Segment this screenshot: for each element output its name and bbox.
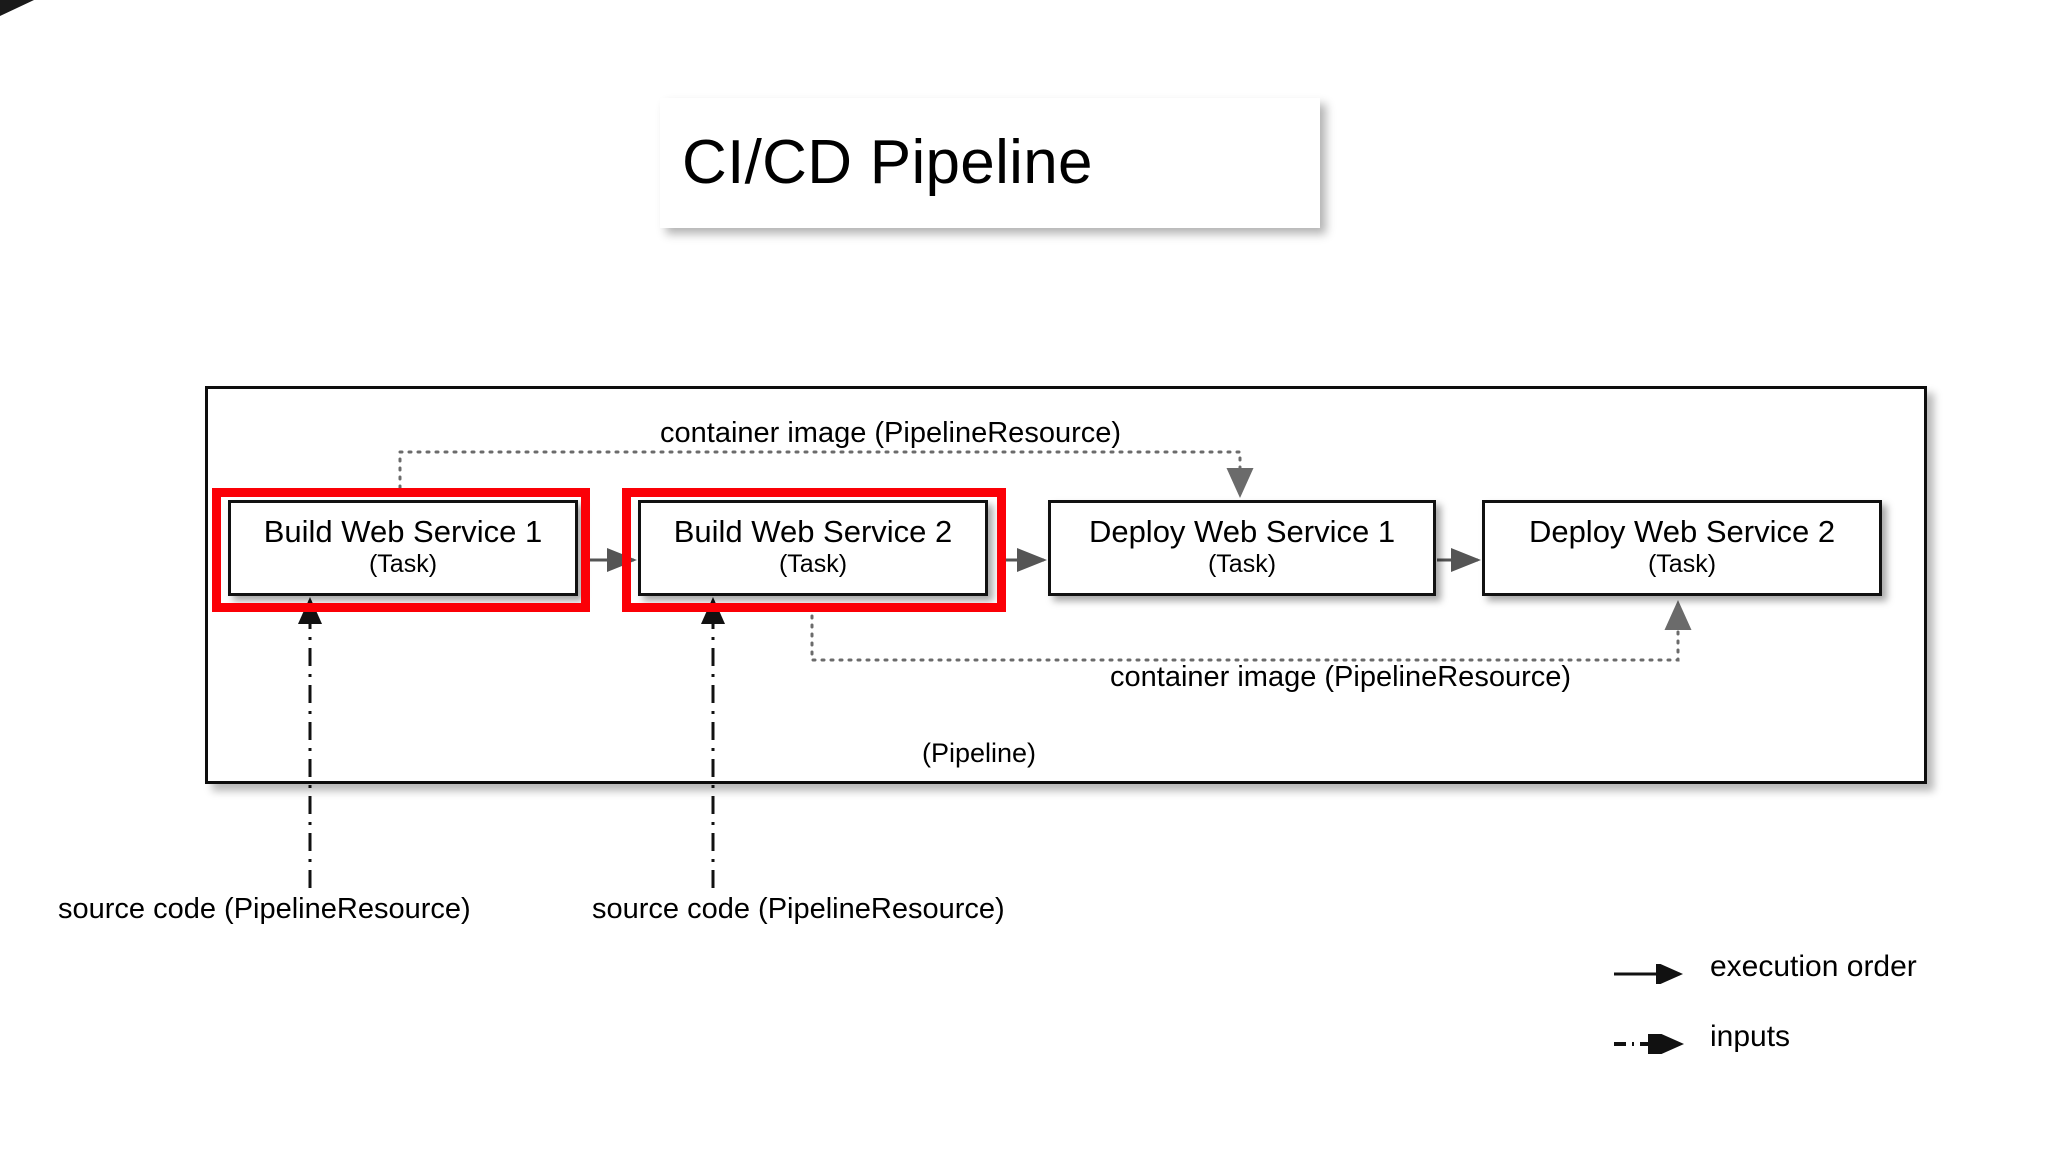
page-title: CI/CD Pipeline bbox=[682, 128, 1093, 197]
label-container-image-bottom: container image (PipelineResource) bbox=[1110, 661, 1572, 693]
dash-dot-arrow-icon bbox=[1614, 1034, 1684, 1054]
task-title: Deploy Web Service 2 bbox=[1528, 514, 1836, 550]
task-kind: (Task) bbox=[1207, 550, 1277, 579]
task-build-web-service-2[interactable]: Build Web Service 2 (Task) bbox=[638, 500, 988, 596]
legend-label: inputs bbox=[1710, 1020, 1791, 1053]
task-deploy-web-service-1[interactable]: Deploy Web Service 1 (Task) bbox=[1048, 500, 1436, 596]
title-card: CI/CD Pipeline bbox=[660, 98, 1320, 228]
legend-label: execution order bbox=[1710, 950, 1917, 983]
label-source-code-2: source code (PipelineResource) bbox=[592, 893, 1005, 925]
task-kind: (Task) bbox=[368, 550, 438, 579]
label-container-image-top: container image (PipelineResource) bbox=[660, 417, 1122, 449]
task-kind: (Task) bbox=[1647, 550, 1717, 579]
label-source-code-1: source code (PipelineResource) bbox=[58, 893, 471, 925]
legend-item-inputs: inputs bbox=[1612, 1020, 1992, 1090]
legend: execution order inputs bbox=[1612, 950, 1992, 1090]
legend-item-execution-order: execution order bbox=[1612, 950, 1992, 1020]
task-title: Deploy Web Service 1 bbox=[1088, 514, 1396, 550]
task-title: Build Web Service 1 bbox=[263, 514, 543, 550]
task-build-web-service-1[interactable]: Build Web Service 1 (Task) bbox=[228, 500, 578, 596]
task-title: Build Web Service 2 bbox=[673, 514, 953, 550]
corner-artifact bbox=[0, 0, 34, 16]
task-kind: (Task) bbox=[778, 550, 848, 579]
solid-arrow-icon bbox=[1614, 964, 1683, 984]
task-deploy-web-service-2[interactable]: Deploy Web Service 2 (Task) bbox=[1482, 500, 1882, 596]
